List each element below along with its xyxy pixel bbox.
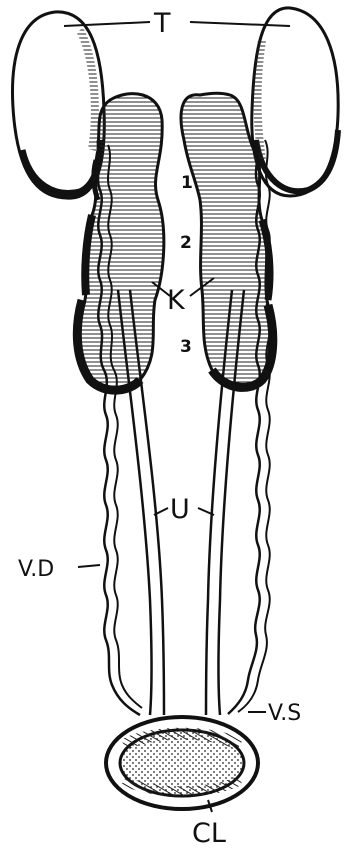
vas-deferens-label: V.D (18, 557, 54, 582)
right-testis (252, 8, 338, 196)
lobe-3-label: 3 (180, 337, 192, 357)
vesicula-seminalis-label: V.S (268, 701, 301, 726)
lobe-1-label: 1 (181, 173, 193, 193)
cloaca-label: CL (192, 818, 226, 849)
testis-label: T (153, 8, 171, 39)
cloaca (106, 717, 258, 809)
kidney-label: K (167, 285, 186, 316)
lobe-2-label: 2 (180, 233, 192, 253)
ureter-label: U (170, 494, 190, 525)
left-testis (13, 12, 105, 198)
